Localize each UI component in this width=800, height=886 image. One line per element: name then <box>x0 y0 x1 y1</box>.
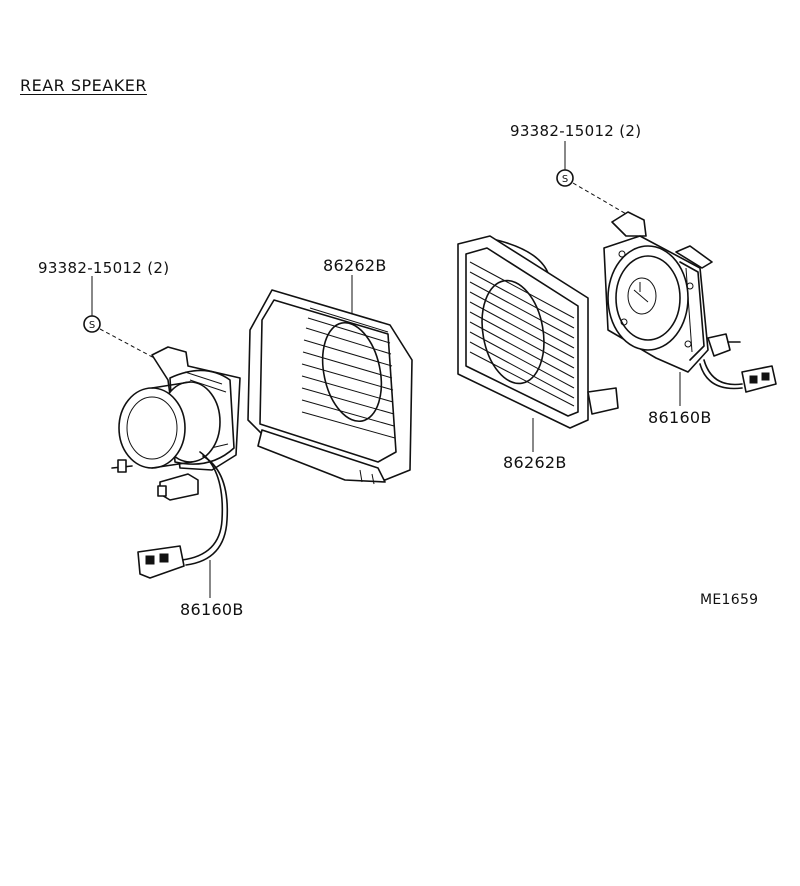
figure-code: ME1659 <box>700 592 759 608</box>
part-label-speaker-left: 86160B <box>180 600 244 619</box>
part-label-screw-left: 93382-15012 (2) <box>38 259 170 277</box>
screw-symbol-right-text: S <box>562 174 568 185</box>
diagram-title: REAR SPEAKER <box>20 76 147 95</box>
part-label-grille-right: 86262B <box>503 453 567 472</box>
grille-left <box>247 289 413 485</box>
part-label-speaker-right: 86160B <box>648 408 712 427</box>
screw-symbol-right: S <box>556 169 629 216</box>
part-label-grille-left: 86262B <box>323 256 387 275</box>
screw-symbol-left: S <box>83 315 159 361</box>
speaker-right <box>603 211 777 393</box>
speaker-left <box>111 346 241 579</box>
part-label-screw-right: 93382-15012 (2) <box>510 122 642 140</box>
screw-symbol-left-text: S <box>89 320 95 331</box>
grille-right <box>457 235 619 429</box>
